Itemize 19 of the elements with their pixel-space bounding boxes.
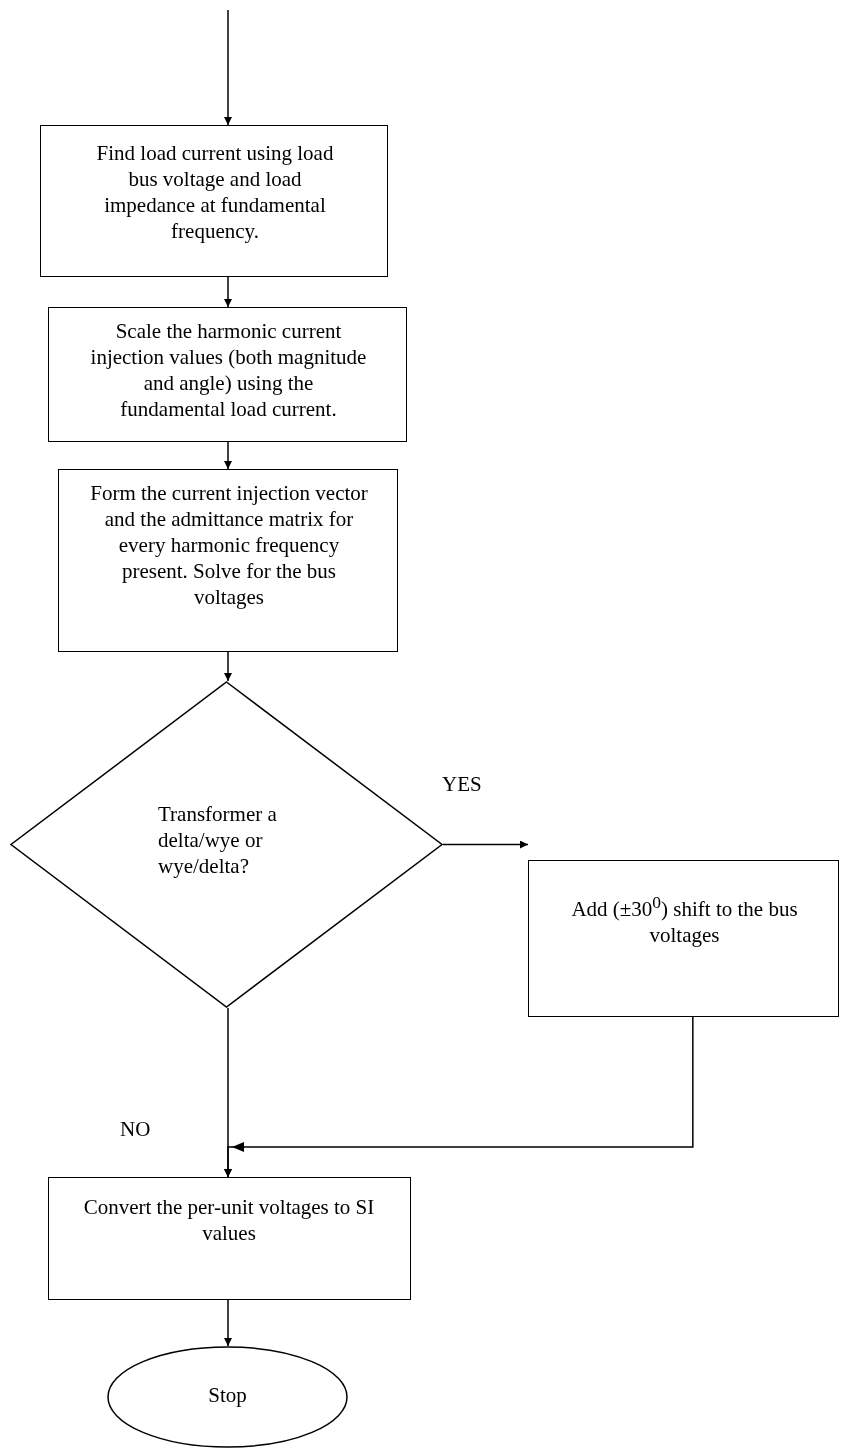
arrow — [224, 9, 232, 126]
process-box — [48, 1177, 411, 1300]
node-text: Convert the per-unit voltages to SI values — [82, 1194, 376, 1246]
arrow — [224, 1299, 232, 1347]
node-text: Transformer a delta/wye or wye/delta? — [158, 801, 278, 879]
arrow — [224, 276, 232, 308]
process-box — [48, 307, 407, 442]
arrow — [224, 651, 232, 682]
node-text: Form the current injection vector and the admittance matrix for every harmonic frequency present. Solve for the bus voltages — [89, 480, 369, 610]
node-text: Stop — [207, 1382, 248, 1408]
arrow — [442, 840, 529, 849]
arrow — [224, 1016, 694, 1178]
process-box — [40, 125, 388, 277]
process-box — [528, 860, 839, 1017]
node-text: Add (±30$^{0}$) shift to the bus voltages — [570, 891, 799, 948]
process-box — [58, 469, 398, 652]
node-text: Find load current using load bus voltage and load impedance at fundamental frequency. — [95, 140, 335, 244]
arrow — [224, 441, 232, 470]
node-text: Scale the harmonic current injection values (both magnitude and angle) using the fundamental load current. — [89, 318, 368, 422]
